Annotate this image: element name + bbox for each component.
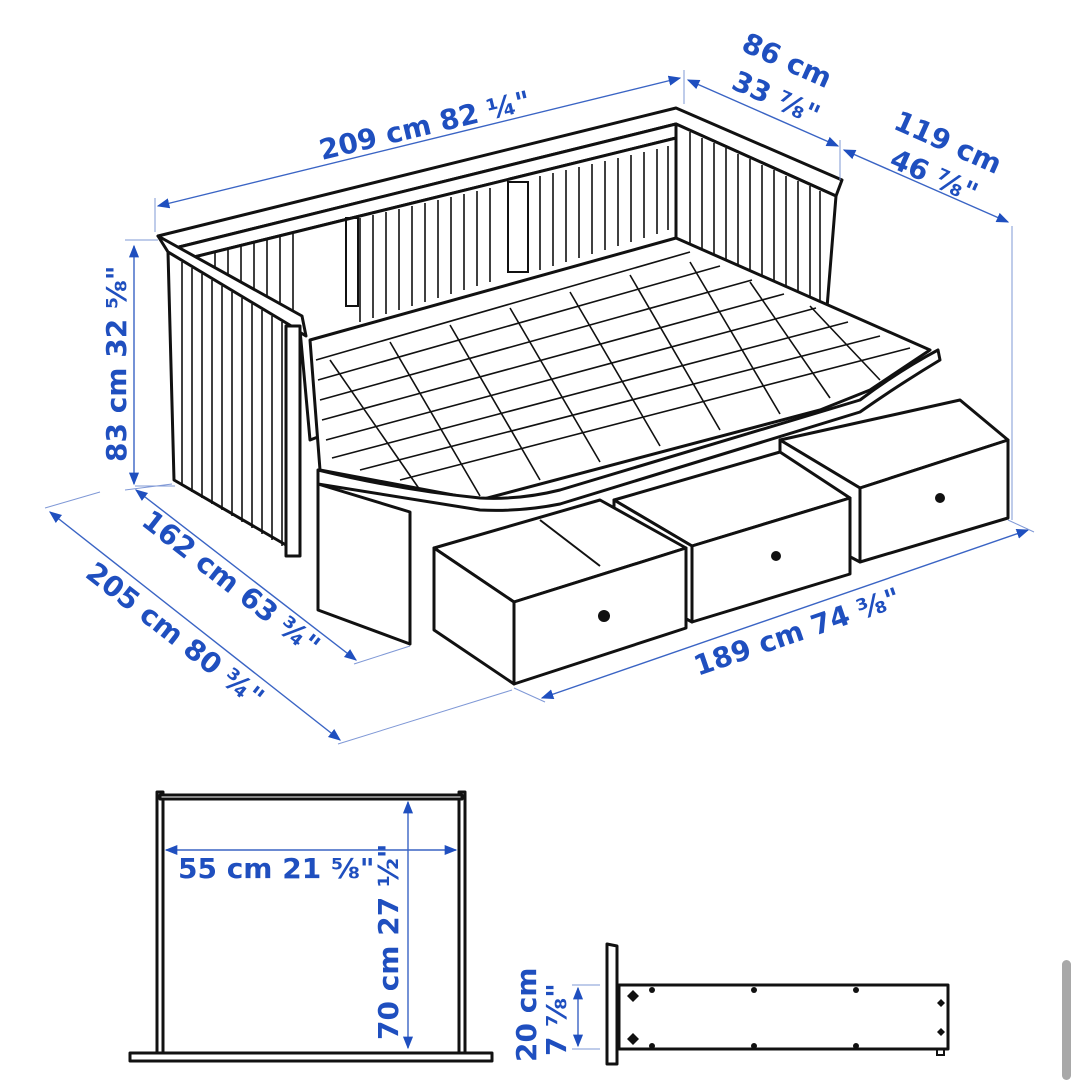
bed-slats [315, 251, 911, 497]
label-drawer-width: 55 cm 21 ⅝" [178, 852, 375, 885]
drawer-side-view: 20 cm 7 ⅞" [510, 942, 950, 1066]
left-spindles [181, 262, 283, 546]
vertical-scrollbar[interactable] [1062, 960, 1071, 1080]
label-drawer-depth: 70 cm 27 ½" [372, 843, 405, 1040]
label-drawer-height-cm: 20 cm [510, 968, 543, 1063]
right-spindles [689, 132, 821, 318]
drawer-left [432, 498, 688, 686]
label-height: 83 cm 32 ⅝" [100, 265, 133, 462]
dimension-lines [44, 70, 1035, 745]
drawer-top-view: 55 cm 21 ⅝" 70 cm 27 ½" [128, 790, 494, 1063]
label-drawer-height-in: 7 ⅞" [540, 983, 573, 1056]
